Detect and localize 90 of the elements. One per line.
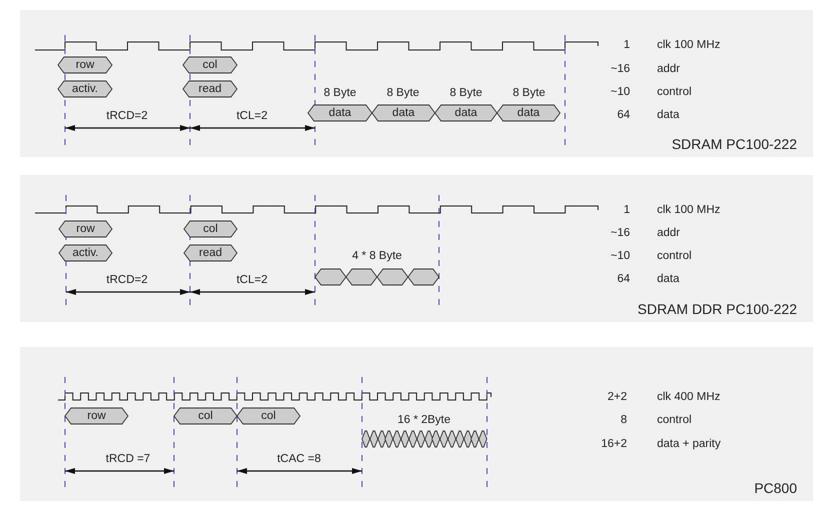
signal-name: data — [657, 108, 680, 122]
signal-value: col — [260, 409, 277, 424]
panel-title: SDRAM PC100-222 — [672, 136, 797, 152]
signal-value: col — [202, 58, 218, 73]
byte-count-label: 16 * 2Byte — [397, 413, 451, 427]
signal-value: activ. — [72, 246, 100, 261]
signal-value: row — [74, 58, 96, 73]
bus-cycle-hexagon — [435, 105, 497, 121]
bus-cycle-hexagon — [174, 408, 237, 424]
pin-count: 2+2 — [607, 390, 627, 404]
timing-panel — [20, 10, 813, 157]
signal-value: data — [516, 106, 541, 121]
bus-cycle-hexagon — [385, 431, 394, 447]
timing-label: tRCD =7 — [106, 452, 150, 466]
signal-value: data — [454, 106, 478, 121]
panel-title: PC800 — [754, 480, 797, 496]
pin-count: ~16 — [610, 226, 630, 240]
bus-cycle-hexagon — [497, 105, 560, 121]
bus-cycle-hexagon — [370, 431, 378, 447]
bus-cycle-hexagon — [372, 105, 435, 121]
timing-panel — [20, 175, 813, 322]
pin-count: ~10 — [610, 85, 630, 99]
signal-value: data — [391, 106, 416, 121]
signal-name: clk 400 MHz — [657, 390, 720, 404]
bus-cycle-hexagon — [65, 408, 128, 424]
bus-cycle-hexagon — [393, 431, 402, 447]
pin-count: ~10 — [610, 249, 630, 263]
bus-cycle-hexagon — [237, 408, 300, 424]
signal-name: control — [657, 85, 692, 99]
signal-value: data — [328, 106, 352, 121]
bus-cycle-hexagon — [464, 431, 472, 447]
signal-value: activ. — [71, 82, 99, 97]
pin-count: 1 — [624, 203, 630, 217]
pin-count: 8 — [620, 413, 627, 427]
bus-cycle-hexagon — [440, 431, 448, 447]
bus-cycle-hexagon — [59, 221, 112, 237]
bus-cycle-hexagon — [362, 431, 370, 447]
bus-cycle-hexagon — [401, 431, 409, 447]
signal-value: col — [197, 409, 214, 424]
signal-name: data — [657, 272, 680, 286]
bus-cycle-hexagon — [378, 431, 386, 447]
bus-cycle-hexagon — [471, 431, 480, 447]
signal-name: addr — [657, 226, 680, 240]
bus-cycle-hexagon — [58, 57, 112, 73]
signal-value: col — [202, 222, 219, 237]
pin-count: 64 — [617, 272, 630, 286]
byte-count-label: 8 Byte — [324, 86, 356, 100]
signal-name: control — [657, 413, 692, 427]
bus-cycle-hexagon — [432, 431, 440, 447]
bus-cycle-hexagon — [479, 431, 487, 447]
signal-name: data + parity — [657, 437, 721, 451]
bus-cycle-hexagon — [424, 431, 432, 447]
byte-count-label: 8 Byte — [450, 86, 482, 100]
bus-cycle-hexagon — [184, 245, 237, 261]
timing-panel — [20, 347, 813, 501]
bus-cycle-hexagon — [456, 431, 464, 447]
pin-count: ~16 — [610, 62, 630, 76]
signal-name: clk 100 MHz — [657, 203, 720, 217]
bus-cycle-hexagon — [59, 245, 112, 261]
bus-cycle-hexagon — [408, 269, 439, 285]
timing-label: tCL=2 — [236, 109, 268, 123]
bus-cycle-hexagon — [315, 269, 346, 285]
bus-cycle-hexagon — [183, 81, 237, 97]
timing-label: tRCD=2 — [106, 273, 148, 287]
pin-count: 16+2 — [601, 437, 627, 451]
byte-count-label: 4 * 8 Byte — [352, 249, 402, 263]
bus-cycle-hexagon — [184, 221, 237, 237]
signal-value: read — [197, 82, 223, 97]
signal-value: row — [75, 222, 96, 237]
bus-cycle-hexagon — [416, 431, 424, 447]
bus-cycle-hexagon — [58, 81, 112, 97]
timing-label: tCAC =8 — [277, 452, 321, 466]
bus-cycle-hexagon — [377, 269, 408, 285]
timing-label: tCL=2 — [236, 273, 268, 287]
timing-label: tRCD=2 — [106, 109, 148, 123]
bus-cycle-hexagon — [308, 105, 372, 121]
bus-cycle-hexagon — [448, 431, 456, 447]
byte-count-label: 8 Byte — [512, 86, 546, 100]
bus-cycle-hexagon — [408, 431, 417, 447]
signal-value: read — [198, 246, 224, 261]
bus-cycle-hexagon — [346, 269, 377, 285]
bus-cycle-hexagon — [183, 57, 237, 73]
signal-value: row — [86, 409, 107, 424]
byte-count-label: 8 Byte — [386, 86, 420, 100]
signal-name: addr — [657, 62, 680, 76]
pin-count: 64 — [617, 108, 630, 122]
panel-title: SDRAM DDR PC100-222 — [638, 301, 797, 317]
pin-count: 1 — [624, 38, 630, 52]
signal-name: clk 100 MHz — [657, 38, 720, 52]
signal-name: control — [657, 249, 692, 263]
